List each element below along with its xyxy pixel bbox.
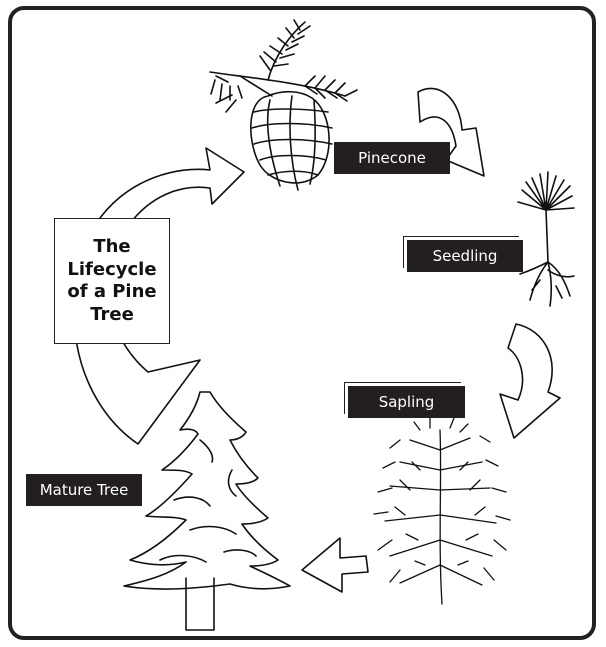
arrow-pinecone-to-seedling-icon	[417, 87, 485, 177]
arrow-seedling-to-sapling-icon	[499, 323, 561, 439]
sapling-icon	[373, 417, 511, 605]
label-sapling: Sapling	[348, 386, 465, 418]
seedling-icon	[517, 171, 575, 307]
label-pinecone: Pinecone	[334, 142, 450, 174]
mature-tree-icon	[123, 391, 291, 631]
label-seedling: Seedling	[407, 240, 523, 272]
label-mature-tree: Mature Tree	[26, 474, 142, 506]
arrow-sapling-to-mature-icon	[301, 537, 369, 593]
diagram-title-box: The Lifecycle of a Pine Tree	[54, 218, 170, 344]
pinecone-icon	[209, 19, 358, 191]
diagram-title: The Lifecycle of a Pine Tree	[67, 236, 157, 325]
